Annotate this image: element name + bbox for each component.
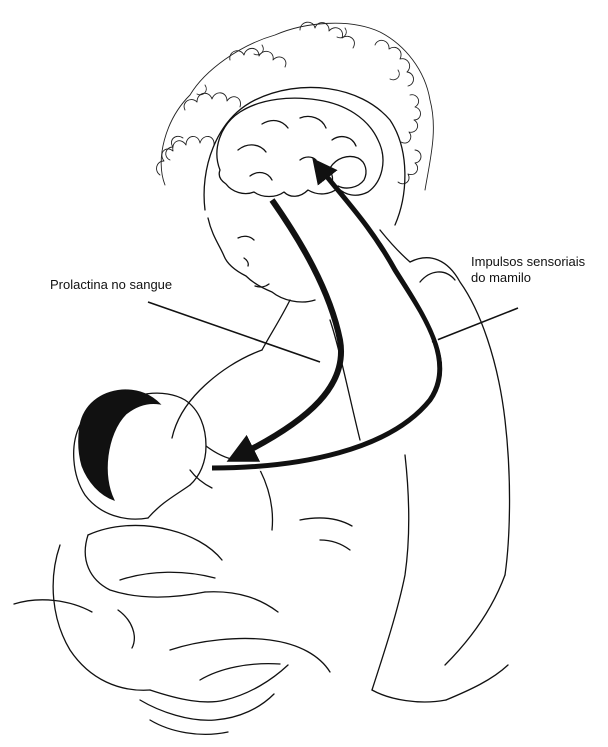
sensory-label-line1: Impulsos sensoriais [471,254,585,270]
hair-curls [157,22,434,190]
sensory-impulse-arrow [212,168,440,468]
sensory-pointer-line [432,308,518,342]
prolactin-pointer-line [148,302,320,362]
sensory-impulses-label: Impulsos sensoriais do mamilo [471,254,585,286]
brain-outline [217,98,383,196]
prolactin-label: Prolactina no sangue [50,277,172,293]
mother-head [204,87,405,302]
sensory-label-line2: do mamilo [471,270,585,286]
baby-and-arms [14,393,330,734]
baby-hair [79,390,160,500]
prolactin-arrow [240,200,341,455]
